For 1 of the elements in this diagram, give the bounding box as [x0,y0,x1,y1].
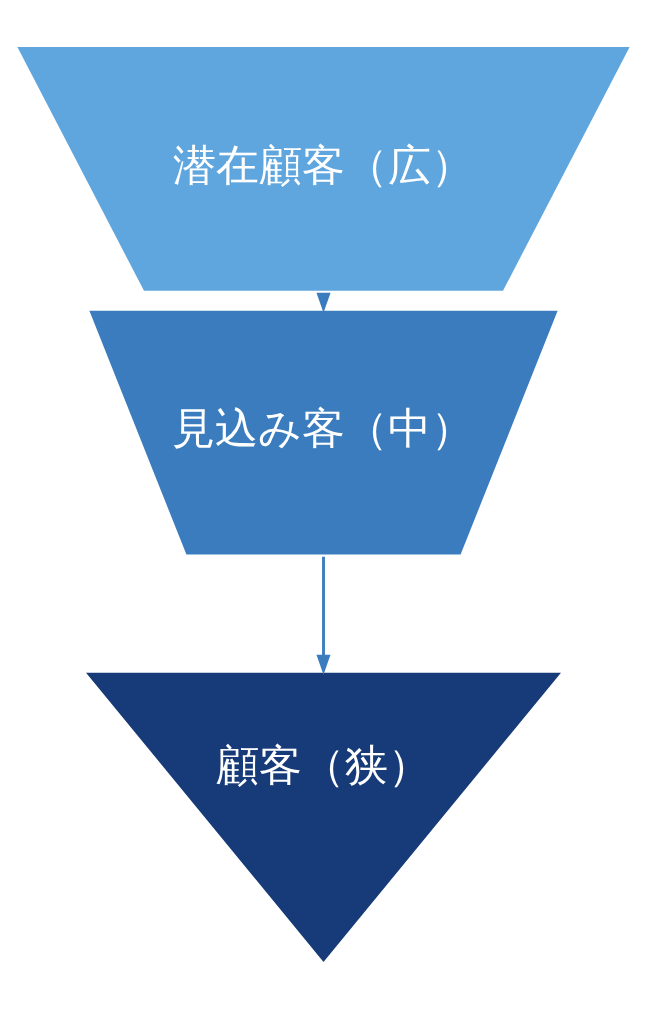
arrow [316,556,331,675]
